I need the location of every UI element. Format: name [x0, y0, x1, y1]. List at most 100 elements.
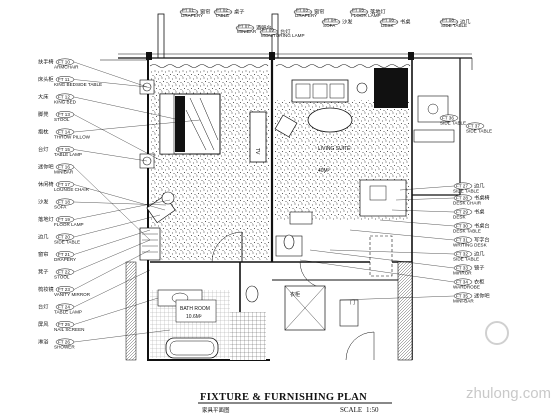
callout-cn: 梳妆镜: [38, 285, 54, 293]
shower-tile: [230, 312, 266, 360]
sofa: [291, 79, 349, 103]
callout-cn: 衣柜: [474, 278, 484, 286]
leader-line: [309, 249, 455, 269]
callout-cn: 凳子: [38, 268, 48, 276]
callout-en: KING BED: [54, 100, 77, 105]
callout-cn: 沙发: [38, 198, 48, 206]
callout-en: THROW PILLOW: [54, 135, 91, 140]
luggage-rack: [339, 299, 359, 327]
wardrobe-right: [413, 129, 455, 143]
scale-value: 1:50: [366, 406, 379, 414]
callout-code: FT 26: [58, 340, 70, 345]
callout-cn: 书桌: [474, 208, 484, 216]
callout-code: FT 24: [58, 305, 70, 310]
closet-label: 衣柜: [290, 291, 300, 298]
callout-cn: 台灯: [38, 145, 48, 153]
leader-line: [73, 199, 171, 220]
leader-line: [73, 214, 161, 238]
callout-code: FT 31: [456, 238, 468, 243]
callout-cn: 酒吧台: [256, 24, 272, 32]
leader-line: [73, 184, 166, 211]
callout-en: MINIBAR: [54, 170, 74, 175]
callout-code: FT 21: [58, 252, 70, 257]
tv-label: TV: [254, 148, 260, 155]
callout-code: FT 17: [58, 182, 70, 187]
coffee-table: [307, 107, 353, 133]
callout-cn: 淋浴: [38, 338, 49, 346]
callout-en: DRAPERY: [181, 13, 203, 18]
leader-line: [339, 295, 455, 301]
callout-en: STOOL: [54, 275, 70, 280]
bathroom-label: BATH ROOM: [180, 306, 210, 312]
leader-line: [73, 249, 151, 290]
plan-subtitle: 家具平面图: [202, 406, 230, 414]
callout-cn: 边几: [474, 182, 484, 190]
partition-wall: [125, 261, 137, 361]
leader-line: [73, 269, 151, 308]
callout-en: DESK: [381, 23, 394, 28]
leader-line: [73, 79, 148, 88]
callout-en: DESK CHAIR: [453, 201, 482, 206]
callout-code: FT 25: [58, 322, 70, 327]
dark-feature-panel: [374, 68, 408, 108]
callout-en: DRAPERY: [295, 13, 317, 18]
callout-cn: 大床: [38, 93, 49, 101]
callout-code: FT 22: [58, 270, 70, 275]
callout-code: FT 20: [58, 235, 70, 240]
leader-line: [73, 96, 181, 121]
bathtub: [165, 337, 219, 359]
closet-diagonal: [284, 285, 326, 331]
callout-cn: 边几: [38, 233, 48, 241]
drapery-right: [275, 64, 411, 68]
callout-code: FT 27: [456, 184, 468, 189]
callout-code: FT 33: [456, 266, 468, 271]
callout-cn: 扶手椅: [38, 58, 54, 66]
callout-en: DESK: [453, 215, 466, 220]
leader-line: [399, 185, 455, 191]
callout-cn: 休闲椅: [38, 180, 54, 188]
leader-line: [73, 149, 148, 162]
callout-en: FLOOR LAMP: [351, 13, 381, 18]
callout-cn: 抱枕: [38, 128, 48, 136]
callout-en: DRAPERY: [54, 257, 76, 262]
callout-en: FLOOR LAMP: [54, 222, 84, 227]
callout-cn: 边几: [474, 250, 484, 258]
callout-en: SIDE TABLE: [54, 240, 80, 245]
callout-en: MIRROR: [453, 271, 472, 276]
column-markers: [146, 13, 414, 60]
armchair: [274, 114, 298, 138]
callout-code: FT 06: [382, 17, 394, 22]
callout-code: FT 18: [58, 200, 70, 205]
callout-cn: 迷你吧: [474, 292, 490, 300]
callout-code: FT 02: [216, 7, 228, 12]
callout-cn: 书桌椅: [474, 194, 490, 202]
callout-cn: 窗帘: [38, 250, 48, 258]
callout-cn: 屏风: [38, 321, 49, 328]
callout-code: FT 14: [58, 130, 70, 135]
entry-door-swing: [299, 261, 327, 289]
callout-code: FT 36: [442, 116, 454, 121]
living-area-label: 40M²: [318, 168, 330, 174]
callout-en: SIDE TABLE: [441, 23, 467, 28]
callout-code: FT 09: [262, 27, 274, 32]
